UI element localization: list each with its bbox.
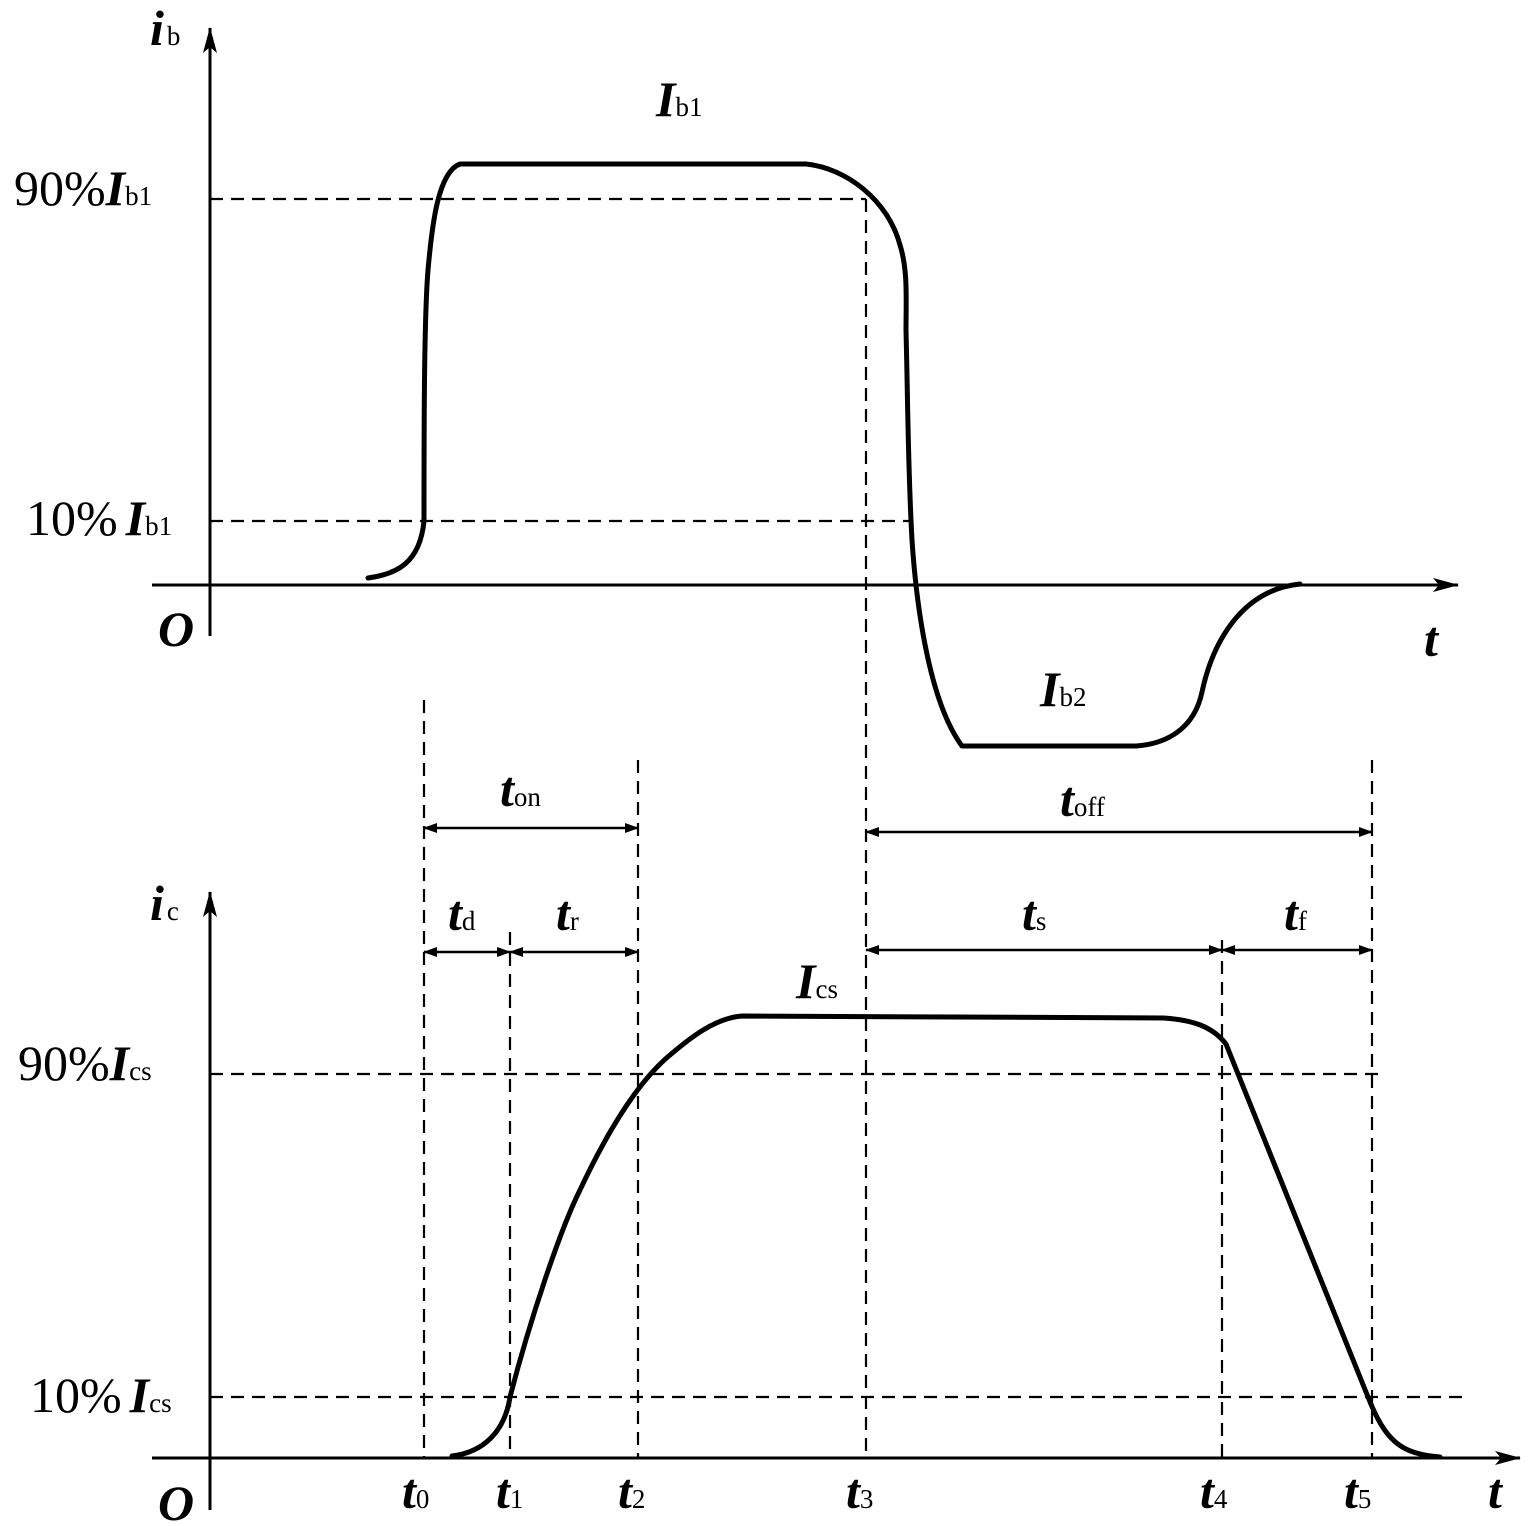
- t-f-label: tf: [1284, 885, 1307, 941]
- time-mark-labels: t0 t1 t2 t3 t4 t5: [402, 1463, 1371, 1519]
- t-on-label: ton: [500, 761, 541, 817]
- t-off-label: toff: [1060, 771, 1105, 827]
- t-s-label: ts: [1022, 885, 1046, 941]
- ib2-label: Ib2: [1039, 661, 1086, 717]
- t0-label: t0: [402, 1463, 429, 1519]
- bottom-level-10-label: 10%Ics: [30, 1367, 172, 1423]
- bottom-origin-label: O: [158, 1475, 194, 1526]
- base-current-curve: [365, 161, 1303, 749]
- collector-current-curve: [449, 1013, 1443, 1460]
- t3-label: t3: [846, 1463, 873, 1519]
- t4-label: t4: [1200, 1463, 1228, 1519]
- top-level-10-label: 10%Ib1: [26, 490, 172, 546]
- ics-label: Ics: [795, 953, 838, 1009]
- t5-label: t5: [1344, 1463, 1371, 1519]
- bottom-level-90-label: 90%Ics: [18, 1035, 152, 1091]
- t-r-label: tr: [556, 885, 579, 941]
- bottom-x-axis-label: t: [1488, 1463, 1504, 1519]
- t2-label: t2: [618, 1463, 645, 1519]
- top-x-axis-label: t: [1424, 611, 1440, 667]
- interval-arrows: ton toff td tr ts tf: [423, 761, 1373, 957]
- ib1-label: Ib1: [655, 71, 702, 127]
- t1-label: t1: [496, 1463, 523, 1519]
- top-origin-label: O: [158, 601, 194, 657]
- t-d-label: td: [448, 885, 476, 941]
- top-level-90-label: 90%Ib1: [14, 160, 152, 216]
